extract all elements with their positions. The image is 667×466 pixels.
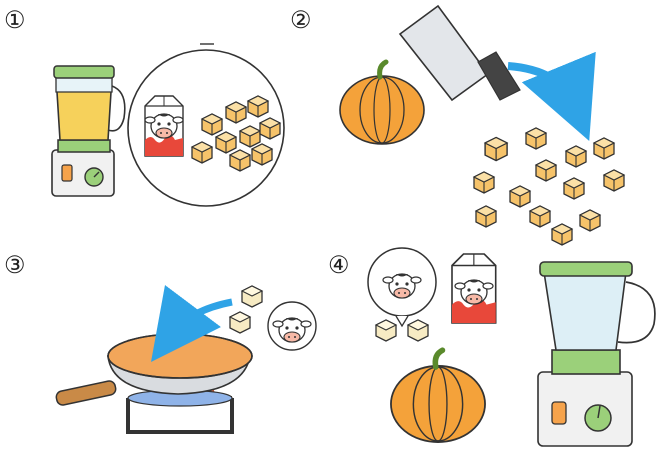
step-1-blender: [52, 66, 125, 196]
step-2-cubes: [474, 128, 624, 245]
step-3-ingredients: [230, 286, 316, 350]
step-4-blender: [538, 262, 655, 446]
step-1-ingredients-bubble: [128, 50, 284, 206]
step-3-arrow: [172, 302, 232, 334]
step-2-knife: [400, 6, 520, 100]
step-2-pumpkin: [340, 62, 424, 144]
step-4-ingredients: [368, 248, 496, 442]
step-2-arrow: [508, 66, 574, 104]
